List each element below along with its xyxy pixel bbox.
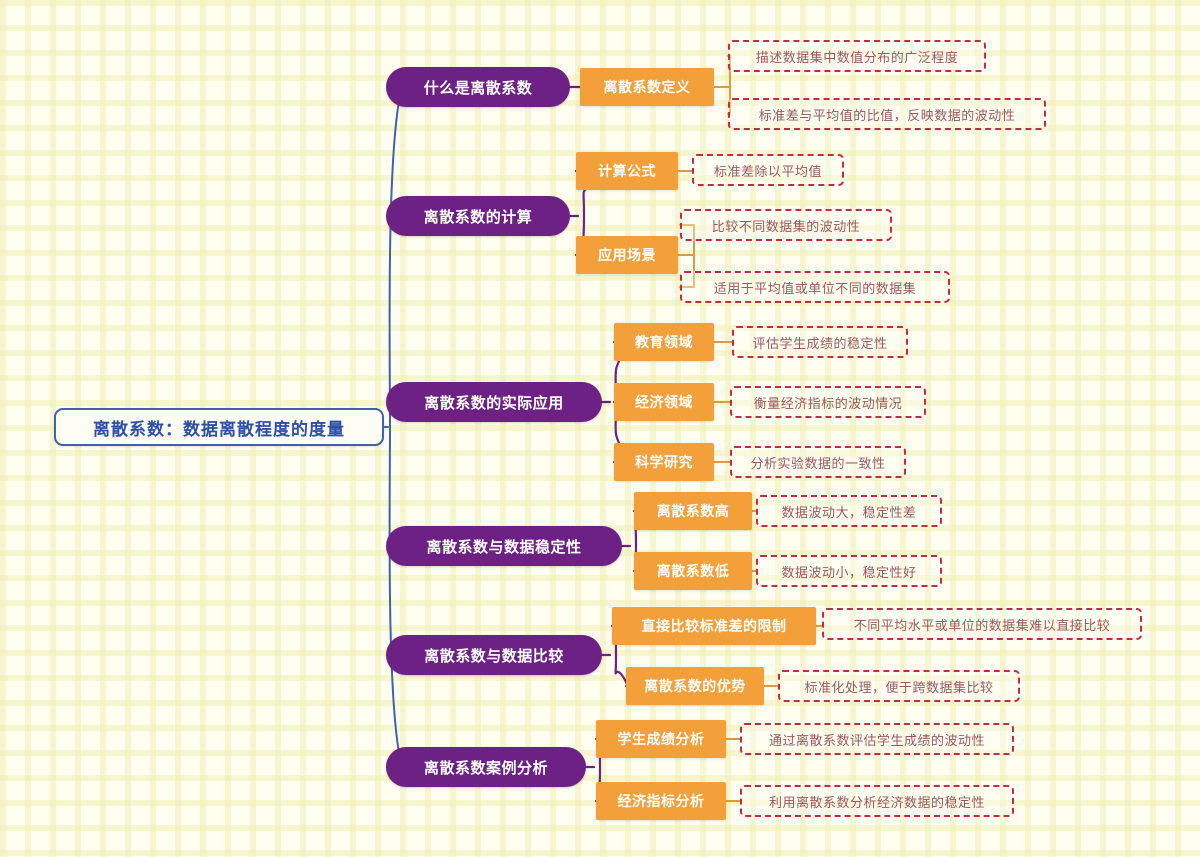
branch-node-2[interactable]: 离散系数的计算 — [386, 196, 570, 236]
detail-node[interactable]: 数据波动大，稳定性差 — [756, 495, 942, 527]
root-node[interactable]: 离散系数：数据离散程度的度量 — [54, 408, 384, 446]
detail-node[interactable]: 标准差与平均值的比值，反映数据的波动性 — [728, 98, 1046, 130]
detail-node[interactable]: 评估学生成绩的稳定性 — [732, 326, 908, 358]
branch-node-5[interactable]: 离散系数与数据比较 — [386, 635, 602, 675]
detail-node[interactable]: 衡量经济指标的波动情况 — [730, 386, 926, 418]
detail-node[interactable]: 利用离散系数分析经济数据的稳定性 — [740, 785, 1014, 817]
subtopic-node[interactable]: 经济指标分析 — [596, 782, 726, 820]
subtopic-node[interactable]: 科学研究 — [614, 443, 714, 481]
subtopic-node[interactable]: 应用场景 — [576, 236, 678, 274]
detail-node[interactable]: 比较不同数据集的波动性 — [680, 209, 892, 241]
branch-node-6[interactable]: 离散系数案例分析 — [386, 747, 586, 787]
subtopic-node[interactable]: 经济领域 — [614, 383, 714, 421]
branch-node-1[interactable]: 什么是离散系数 — [386, 67, 570, 107]
branch-node-4[interactable]: 离散系数与数据稳定性 — [386, 526, 622, 566]
subtopic-node[interactable]: 离散系数高 — [634, 492, 752, 530]
subtopic-node[interactable]: 离散系数定义 — [580, 68, 714, 106]
subtopic-node[interactable]: 离散系数低 — [634, 552, 752, 590]
subtopic-node[interactable]: 学生成绩分析 — [596, 720, 726, 758]
subtopic-node[interactable]: 教育领域 — [614, 323, 714, 361]
subtopic-node[interactable]: 直接比较标准差的限制 — [612, 607, 816, 645]
detail-node[interactable]: 标准差除以平均值 — [692, 154, 844, 186]
detail-node[interactable]: 数据波动小，稳定性好 — [756, 555, 942, 587]
subtopic-node[interactable]: 计算公式 — [576, 152, 678, 190]
detail-node[interactable]: 通过离散系数评估学生成绩的波动性 — [740, 723, 1014, 755]
branch-node-3[interactable]: 离散系数的实际应用 — [386, 382, 602, 422]
detail-node[interactable]: 适用于平均值或单位不同的数据集 — [680, 271, 950, 303]
subtopic-node[interactable]: 离散系数的优势 — [626, 667, 764, 705]
detail-node[interactable]: 标准化处理，便于跨数据集比较 — [778, 670, 1020, 702]
detail-node[interactable]: 分析实验数据的一致性 — [730, 446, 906, 478]
detail-node[interactable]: 不同平均水平或单位的数据集难以直接比较 — [822, 608, 1142, 640]
detail-node[interactable]: 描述数据集中数值分布的广泛程度 — [728, 40, 986, 72]
